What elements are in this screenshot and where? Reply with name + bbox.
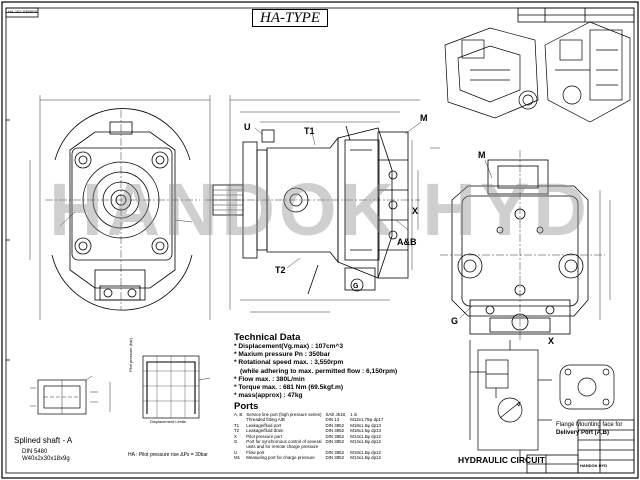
ports-row: T2 Leakage/fluid drain DIN 3852 M18x1.5φ dp… [234, 428, 387, 433]
port-standard: DIN 13 [325, 417, 340, 423]
port-thread: 1 in [350, 412, 358, 417]
port-thread: M14x1.5φ dp12 [350, 439, 381, 445]
port-code: T2 [234, 428, 240, 434]
flange-caption-line1: Flange Mounting face for [556, 422, 623, 428]
port-thread: M14x1.5φ dp12 [350, 433, 381, 439]
port-thread: M18x1.5φ dp12 [350, 449, 381, 455]
port-standard: DIN 3852 [325, 449, 345, 455]
spline-title: Splined shaft - A [14, 436, 73, 445]
callout-x-side: X [412, 206, 419, 216]
ports-row: M1 Measuring port for charge pressure DIN … [234, 455, 387, 460]
tech-line: * Rotational speed max. : 3,550rpm [234, 359, 344, 367]
ports-row: units and for remote charge pressure [234, 444, 387, 449]
ports-row: X Pilot pressure port DIN 3852 M14x1.5φ dp1… [234, 434, 387, 439]
port-code: A, B [234, 412, 243, 417]
callout-g-mount: G [451, 316, 459, 326]
port-description: Service line port (high pressure series) [246, 412, 322, 417]
port-code: M1 [234, 455, 241, 461]
callout-m-side: M [420, 113, 428, 123]
hydraulic-circuit-title: HYDRAULIC CIRCUIT [458, 455, 545, 465]
spline-spec: W40x2x30x18x9g [22, 456, 70, 462]
port-code: X [234, 433, 237, 439]
technical-data-heading: Technical Data [234, 332, 301, 343]
graph-note: HA : Pilot pressure rise ΔPs = 30bar [128, 452, 208, 458]
callout-x-circuit: X [548, 336, 555, 346]
port-standard: DIN 3852 [325, 428, 345, 434]
port-description: Flow port [246, 449, 265, 455]
title-block-company: HANDOK HYD [580, 463, 608, 468]
callout-u: U [244, 122, 251, 132]
port-thread: M14x1.5φ dp12 [350, 455, 381, 461]
tech-line: * Flow max. : 380L/min [234, 375, 305, 383]
tech-line: * Maxium pressure Pn : 350bar [234, 351, 331, 359]
callout-m-mount: M [478, 150, 486, 160]
flange-caption-line2: Delivery Port (A,B) [556, 430, 610, 436]
tech-line: * mass(approx) : 47kg [234, 392, 303, 400]
callout-t2: T2 [275, 265, 286, 275]
port-description: Pilot pressure port [246, 433, 282, 439]
port-description: Leakage/fluid port [246, 422, 282, 428]
port-description: Port for synchronous control of several [246, 439, 322, 445]
port-code: G [234, 439, 238, 445]
tech-line: * Torque max. : 681 Nm (69.5kgf.m) [234, 384, 344, 392]
tech-line: (while adhering to max. permitted flow :… [240, 367, 398, 375]
ports-row: T1 Leakage/fluid port DIN 3852 M18x1.5φ dp1… [234, 423, 387, 428]
port-standard: SAE J518, [325, 412, 347, 417]
ports-row: Threaded fitting A/B DIN 13 M12x1.75φ dp17 [234, 417, 387, 422]
port-description: Measuring port for charge pressure [246, 455, 315, 461]
graph-xlabel: Displacement Limits [150, 419, 186, 424]
port-description: Threaded fitting A/B [246, 417, 285, 423]
callout-ab: A&B [397, 237, 417, 247]
technical-data: Technical Data * Displacement(Vg.max) : … [234, 332, 454, 400]
callout-t1: T1 [304, 126, 315, 136]
graph-ylabel: Pilot pressure (bar) [128, 337, 133, 372]
drawing-title: HA-TYPE [252, 9, 328, 27]
port-standard: DIN 3852 [325, 422, 345, 428]
ports-heading: Ports [234, 401, 259, 412]
port-description: Leakage/fluid drain [246, 428, 284, 434]
port-code: U [234, 449, 238, 455]
port-standard: DIN 3852 [325, 439, 345, 445]
spline-standard: DIN 5480 [22, 449, 48, 455]
port-thread: M12x1.75φ dp17 [350, 417, 384, 423]
port-code: T1 [234, 422, 240, 428]
port-description: units and for remote charge pressure [246, 444, 319, 450]
ports-row: U Flow port DIN 3852 M18x1.5φ dp12 [234, 450, 387, 455]
ports-row: G Port for synchronous control of several… [234, 439, 387, 444]
callout-g-side: G [353, 283, 359, 290]
port-thread: M18x1.5φ dp13 [350, 422, 381, 428]
port-standard: DIN 3852 [325, 455, 345, 461]
tech-line: * Displacement(Vg.max) : 107cm^3 [234, 343, 344, 350]
port-thread: M18x1.5φ dp13 [350, 428, 381, 434]
port-standard: DIN 3852 [325, 433, 345, 439]
title-block-top-left: HA-107-SERIES [8, 9, 38, 14]
